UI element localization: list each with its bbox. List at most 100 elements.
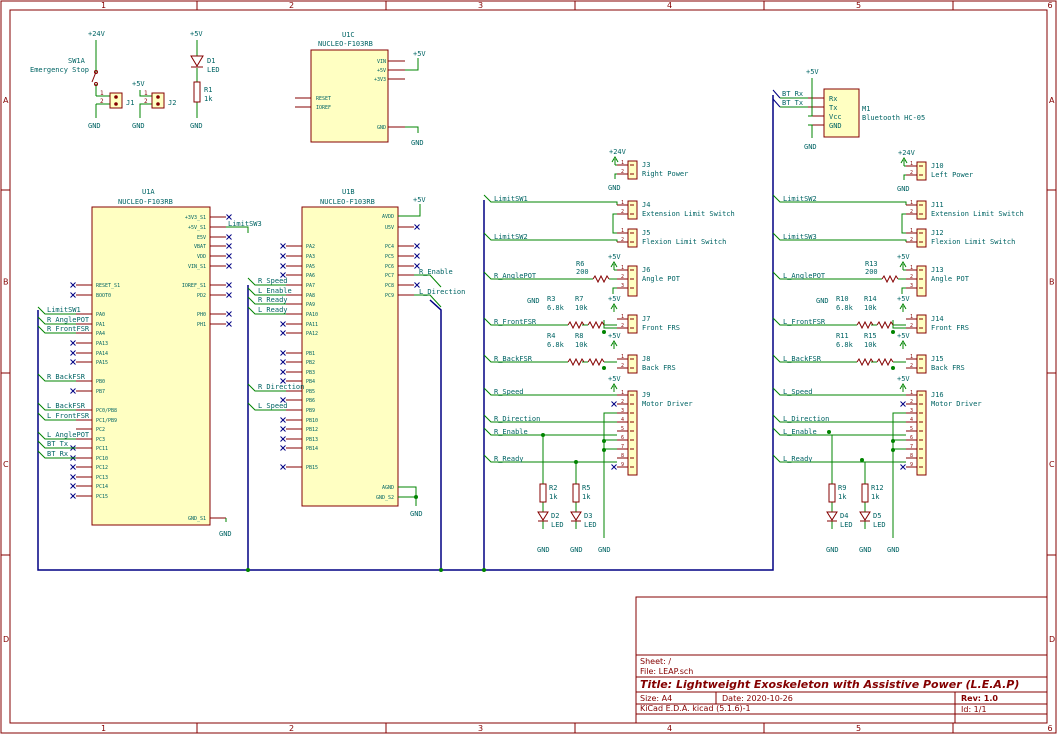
no-connect-marker [280,378,286,384]
net-label: R_AnglePOT [494,272,537,280]
no-connect-marker [226,263,232,269]
connector-value: Left Power [931,171,973,179]
resistor-value: 10k [864,304,877,312]
sheet-id: Id: 1/1 [961,705,987,714]
net-label: L_Enable [258,287,292,295]
connector-value: Extension Limit Switch [931,210,1024,218]
column-label-top: 6 [1047,1,1052,10]
column-label-top: 5 [856,1,861,10]
u1b-pin-label: PA10 [306,312,318,318]
pin-number: 2 [621,363,624,369]
r1-ref: R1 [204,86,212,94]
resistor-value: 200 [576,268,589,276]
connector-ref: J16 [931,391,944,399]
pin-number: 1 [621,228,624,234]
u1a-gnd-power: GND [219,530,232,538]
no-connect-marker [226,234,232,240]
u1c-pin-3v3: +3V3 [374,77,386,83]
resistor-value: 6.8k [547,341,565,349]
net-label: L_BackFSR [783,355,822,363]
u1b-pin-label: PA3 [306,254,315,260]
net-label: R_Ready [494,455,524,463]
resistor-ref: R14 [864,295,877,303]
resistor-value: 10k [575,341,588,349]
sheet-title: Title: Lightweight Exoskeleton with Assi… [640,678,1019,691]
no-connect-marker [414,243,420,249]
resistor-ref: R5 [582,484,590,492]
u1a-pin-label: PB0 [96,379,105,385]
gnd-power-label: GND [570,546,583,554]
u1c-pin-gnd: GND [377,125,386,131]
u1b-pin-label: AGND [382,485,394,491]
u1a-pin-label: +3V3_S1 [185,215,206,221]
pin-number: 7 [621,444,624,450]
file-name: File: LEAP.sch [640,667,693,676]
resistor-value: 10k [575,304,588,312]
sw-24v-label: +24V [88,30,106,38]
pin-number: 1 [910,200,913,206]
led-value: LED [840,521,853,529]
m1-gnd: GND [804,143,817,151]
kicad-version: KiCad E.D.A. kicad (5.1.6)-1 [640,704,751,713]
pin-number: 1 [621,265,624,271]
net-bt-rx: BT_Rx [782,90,803,98]
u1b-pin-label: PC7 [385,273,394,279]
u1a-pin-label: PC1/PB9 [96,418,117,424]
sw-value: Emergency Stop [30,66,89,74]
power-label: +5V [897,253,910,261]
u1c-ref: U1C [342,31,355,39]
power-label: +24V [609,148,627,156]
u1b-pin-label: PB1 [306,351,315,357]
pin-number: 2 [910,399,913,405]
pin-number: 1 [910,314,913,320]
u1a-pin-label: VBAT [194,244,206,250]
net-label: LimitSW1 [47,306,81,314]
pin-number: 3 [910,283,913,289]
pin-number: 1 [144,90,148,97]
net-label: LimitSW1 [494,195,528,203]
no-connect-marker [226,321,232,327]
pin-number: 5 [910,426,913,432]
pin-number: 2 [910,274,913,280]
u1a-pin-label: PC13 [96,475,108,481]
row-label-left: A [3,96,9,105]
top-left-pins [114,95,160,106]
no-connect-marker [70,340,76,346]
column-label-top: 2 [289,1,294,10]
u1c-value: NUCLEO-F103RB [318,40,373,48]
resistor-value: 6.8k [547,304,565,312]
pin-number: 2 [621,399,624,405]
net-label: LimitSW3 [783,233,817,241]
pin-number: 1 [100,90,104,97]
u1c-symbol [295,49,419,143]
u1b-pin-label: PA7 [306,283,315,289]
net-label: L_Ready [783,455,813,463]
sheet-date: Date: 2020-10-26 [722,694,793,703]
u1a-pin-label: RESET_S1 [96,283,120,289]
resistor-value: 1k [582,493,591,501]
pin-number: 2 [621,323,624,329]
pin-number: 9 [621,462,624,468]
u1a-pin-label: PA13 [96,341,108,347]
u1b-pin-label: PC6 [385,264,394,270]
u1a-pin-label: IOREF_S1 [182,283,206,289]
led-ref: D2 [551,512,559,520]
net-label: LimitSW2 [783,195,817,203]
resistor-value: 6.8k [836,304,854,312]
gnd-power-label: GND [608,184,621,192]
column-label-bottom: 5 [856,724,861,733]
j2-5v-label: +5V [132,80,145,88]
connector-ref: J13 [931,266,944,274]
u1b-pin-label: PA12 [306,331,318,337]
resistor-ref: R2 [549,484,557,492]
column-label-top: 4 [667,1,672,10]
u1a-pin-label: PC2 [96,427,105,433]
gnd-label: GND [190,122,203,130]
u1a-pin-label: PH0 [197,312,206,318]
net-label: L_Direction [783,415,829,423]
led-ref: D3 [584,512,592,520]
m1-pin-rx: Rx [829,95,837,103]
pin-number: 2 [910,209,913,215]
